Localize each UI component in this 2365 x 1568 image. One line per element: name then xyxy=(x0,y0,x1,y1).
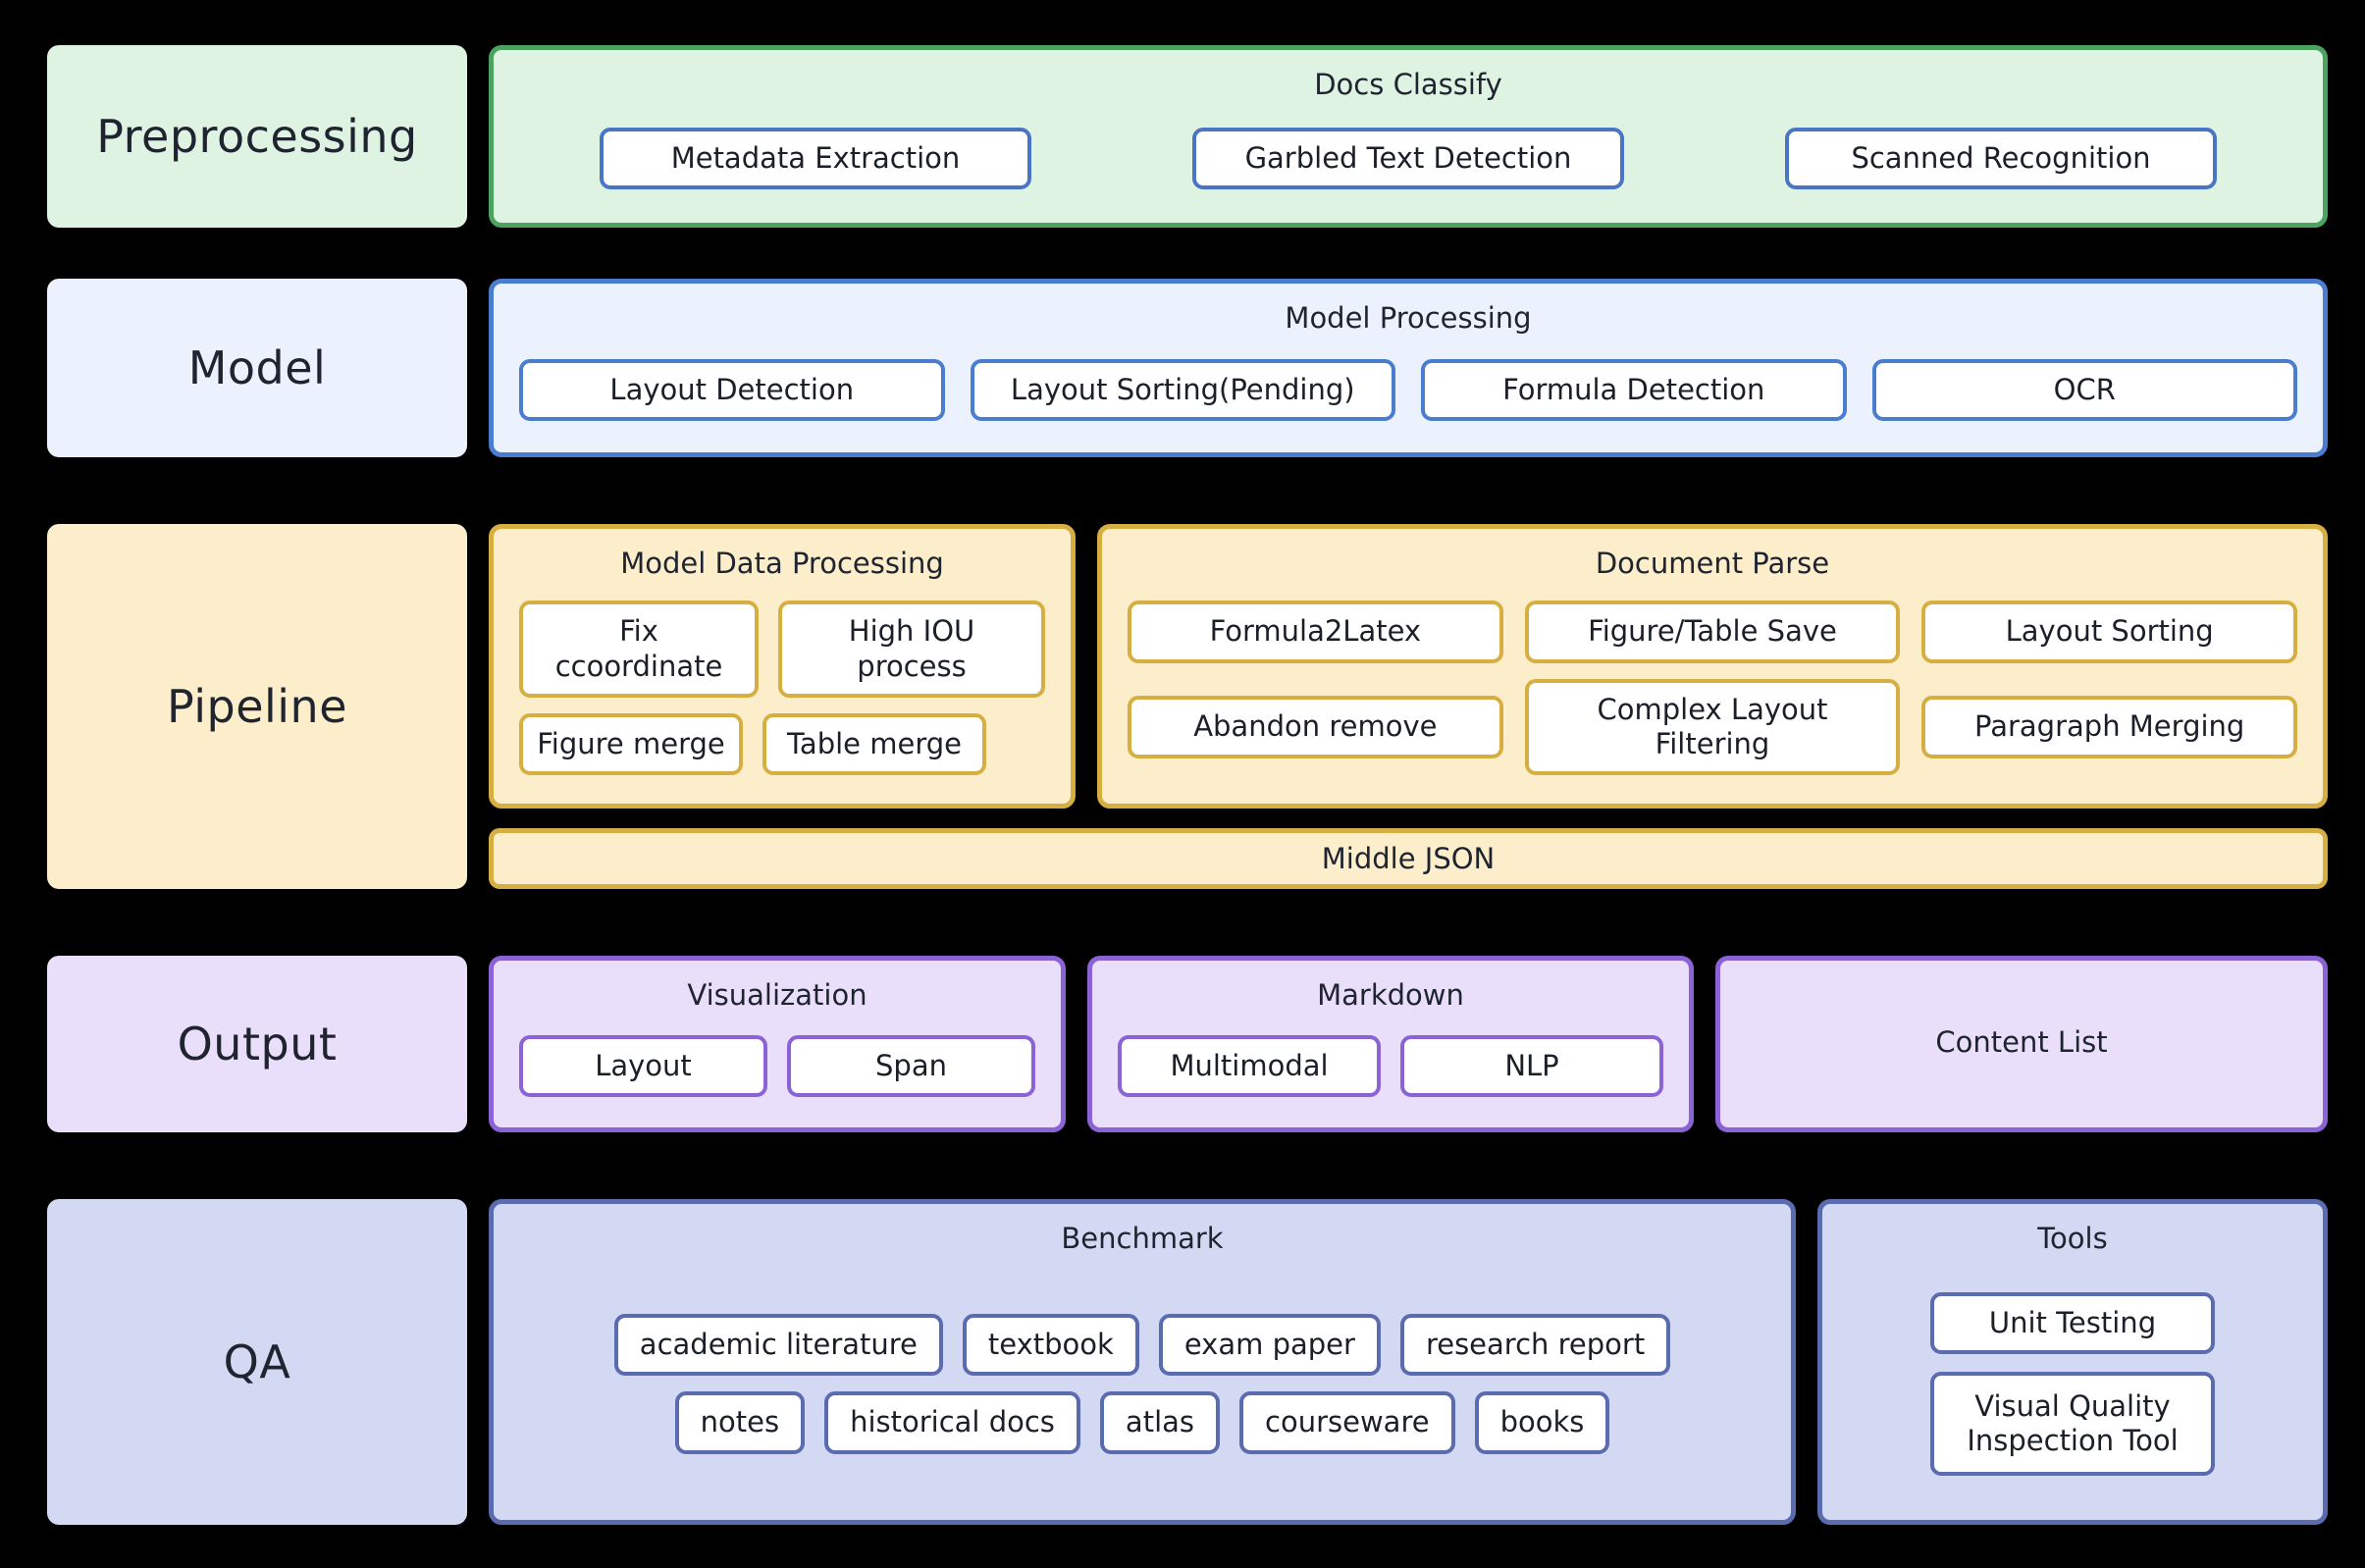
stage-content-pipeline: Model Data Processing Fix ccoordinate Hi… xyxy=(489,524,2328,889)
chip-visual-quality-inspection-tool[interactable]: Visual Quality Inspection Tool xyxy=(1930,1372,2215,1477)
chip-row: Figure merge Table merge xyxy=(519,713,1045,776)
stage-row-pipeline: Pipeline Model Data Processing Fix ccoor… xyxy=(47,524,2328,889)
chip-complex-layout-filtering[interactable]: Complex Layout Filtering xyxy=(1524,678,1901,776)
chip-nlp[interactable]: NLP xyxy=(1400,1034,1663,1098)
chip-courseware[interactable]: courseware xyxy=(1239,1391,1455,1454)
row-spacer xyxy=(47,1132,2328,1199)
panel-title-docs-classify: Docs Classify xyxy=(1314,68,1502,101)
stage-content-model: Model Processing Layout Detection Layout… xyxy=(489,279,2328,457)
chip-metadata-extraction[interactable]: Metadata Extraction xyxy=(600,127,1031,190)
chip-textbook[interactable]: textbook xyxy=(962,1314,1139,1377)
chip-exam-paper[interactable]: exam paper xyxy=(1158,1314,1381,1377)
chip-row: Fix ccoordinate High IOU process xyxy=(519,601,1045,699)
stage-label-qa: QA xyxy=(47,1199,467,1525)
stage-row-output: Output Visualization Layout Span Markdow… xyxy=(47,956,2328,1132)
panel-title-content-list: Content List xyxy=(1935,1024,2108,1059)
row-spacer xyxy=(47,889,2328,956)
chip-research-report[interactable]: research report xyxy=(1399,1314,1671,1377)
chip-figure-merge[interactable]: Figure merge xyxy=(519,713,743,776)
chip-fix-ccoordinate[interactable]: Fix ccoordinate xyxy=(519,601,760,699)
panel-title-model-processing: Model Processing xyxy=(1285,301,1532,335)
chip-high-iou-process[interactable]: High IOU process xyxy=(778,601,1045,699)
stage-label-pipeline: Pipeline xyxy=(47,524,467,889)
chip-paragraph-merging[interactable]: Paragraph Merging xyxy=(1921,696,2298,758)
chip-row: Multimodal NLP xyxy=(1118,1034,1663,1098)
chip-notes[interactable]: notes xyxy=(674,1391,806,1454)
chip-academic-literature[interactable]: academic literature xyxy=(613,1314,943,1377)
stage-row-qa: QA Benchmark academic literature textboo… xyxy=(47,1199,2328,1525)
bar-middle-json[interactable]: Middle JSON xyxy=(489,828,2328,889)
stage-row-model: Model Model Processing Layout Detection … xyxy=(47,279,2328,457)
chip-row: Layout Span xyxy=(519,1034,1035,1098)
panel-markdown[interactable]: Markdown Multimodal NLP xyxy=(1087,956,1694,1132)
chip-row: notes historical docs atlas courseware b… xyxy=(519,1391,1765,1454)
chip-layout-sorting[interactable]: Layout Sorting xyxy=(1921,601,2298,663)
chip-span[interactable]: Span xyxy=(787,1034,1035,1098)
panel-visualization[interactable]: Visualization Layout Span xyxy=(489,956,1066,1132)
panel-model-processing[interactable]: Model Processing Layout Detection Layout… xyxy=(489,279,2328,457)
chip-row: Layout Detection Layout Sorting(Pending)… xyxy=(519,358,2297,422)
chip-layout-detection[interactable]: Layout Detection xyxy=(519,358,945,422)
chip-layout-sorting-pending[interactable]: Layout Sorting(Pending) xyxy=(970,358,1395,422)
chip-row: academic literature textbook exam paper … xyxy=(519,1314,1765,1377)
row-spacer xyxy=(47,457,2328,524)
chip-atlas[interactable]: atlas xyxy=(1099,1391,1221,1454)
chip-multimodal[interactable]: Multimodal xyxy=(1118,1034,1381,1098)
chip-layout[interactable]: Layout xyxy=(519,1034,767,1098)
panel-title-model-data-processing: Model Data Processing xyxy=(620,547,944,580)
panel-title-benchmark: Benchmark xyxy=(1061,1222,1224,1255)
panel-benchmark[interactable]: Benchmark academic literature textbook e… xyxy=(489,1199,1796,1525)
panel-model-data-processing[interactable]: Model Data Processing Fix ccoordinate Hi… xyxy=(489,524,1076,809)
chip-books[interactable]: books xyxy=(1474,1391,1610,1454)
chip-scanned-recognition[interactable]: Scanned Recognition xyxy=(1785,127,2217,190)
chip-historical-docs[interactable]: historical docs xyxy=(824,1391,1080,1454)
stage-label-model: Model xyxy=(47,279,467,457)
panel-document-parse[interactable]: Document Parse Formula2Latex Figure/Tabl… xyxy=(1097,524,2328,809)
stage-content-preprocessing: Docs Classify Metadata Extraction Garble… xyxy=(489,45,2328,228)
chip-row: Metadata Extraction Garbled Text Detecti… xyxy=(519,127,2297,190)
chip-garbled-text-detection[interactable]: Garbled Text Detection xyxy=(1192,127,1624,190)
panel-docs-classify[interactable]: Docs Classify Metadata Extraction Garble… xyxy=(489,45,2328,228)
chip-unit-testing[interactable]: Unit Testing xyxy=(1930,1291,2215,1355)
chip-abandon-remove[interactable]: Abandon remove xyxy=(1128,696,1503,758)
panel-content-list[interactable]: Content List xyxy=(1715,956,2328,1132)
panel-tools[interactable]: Tools Unit Testing Visual Quality Inspec… xyxy=(1817,1199,2328,1525)
stage-row-preprocessing: Preprocessing Docs Classify Metadata Ext… xyxy=(47,45,2328,228)
stage-content-output: Visualization Layout Span Markdown Multi… xyxy=(489,956,2328,1132)
panel-title-tools: Tools xyxy=(2037,1222,2108,1255)
panel-title-document-parse: Document Parse xyxy=(1595,547,1830,580)
chip-formula-detection[interactable]: Formula Detection xyxy=(1421,358,1847,422)
stage-label-preprocessing: Preprocessing xyxy=(47,45,467,228)
chip-formula2latex[interactable]: Formula2Latex xyxy=(1128,601,1503,663)
panel-title-visualization: Visualization xyxy=(687,978,867,1012)
stage-content-qa: Benchmark academic literature textbook e… xyxy=(489,1199,2328,1525)
chip-row: Abandon remove Complex Layout Filtering … xyxy=(1128,678,2298,776)
row-spacer xyxy=(47,228,2328,279)
chip-ocr[interactable]: OCR xyxy=(1871,358,2297,422)
chip-table-merge[interactable]: Table merge xyxy=(762,713,986,776)
panel-title-markdown: Markdown xyxy=(1317,978,1464,1012)
chip-row: Formula2Latex Figure/Table Save Layout S… xyxy=(1128,601,2298,663)
stage-label-output: Output xyxy=(47,956,467,1132)
chip-figure-table-save[interactable]: Figure/Table Save xyxy=(1524,601,1901,663)
